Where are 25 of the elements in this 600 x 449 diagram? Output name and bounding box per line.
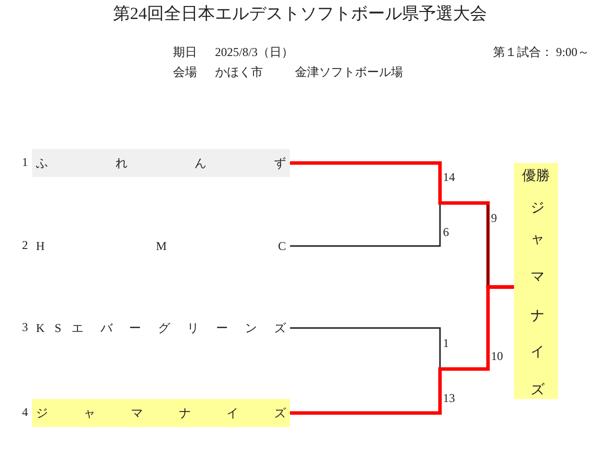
- team-name: H M C: [32, 232, 290, 260]
- winner-name: ジャマナイズ: [528, 191, 545, 407]
- team-row: ふ れ ん ず: [32, 149, 290, 177]
- score: 14: [443, 170, 455, 185]
- match-time: 第１試合： 9:00～: [493, 44, 590, 61]
- score: 10: [491, 349, 503, 364]
- winner-box: [514, 163, 558, 399]
- bracket-line: [290, 285, 514, 415]
- seed-number: 2: [22, 238, 28, 253]
- title: 第24回全日本エルデストソフトボール県予選大会: [112, 3, 488, 25]
- score: 1: [443, 336, 449, 351]
- team-name: K S エ バ ー グ リ ー ン ズ: [32, 314, 290, 342]
- team-row: ジ ャ マ ナ イ ズ: [32, 399, 290, 427]
- venue-name: 金津ソフトボール場: [295, 64, 403, 81]
- venue-city: かほく市: [215, 64, 263, 81]
- seed-number: 4: [22, 405, 28, 420]
- venue-label: 会場: [173, 64, 197, 81]
- score: 9: [491, 211, 497, 226]
- winner-heading: 優勝: [522, 168, 550, 185]
- seed-number: 1: [22, 155, 28, 170]
- score: 13: [443, 391, 455, 406]
- score: 6: [443, 225, 449, 240]
- date-label: 期日: [173, 44, 197, 61]
- seed-number: 3: [22, 320, 28, 335]
- date-value: 2025/8/3（日）: [215, 44, 294, 61]
